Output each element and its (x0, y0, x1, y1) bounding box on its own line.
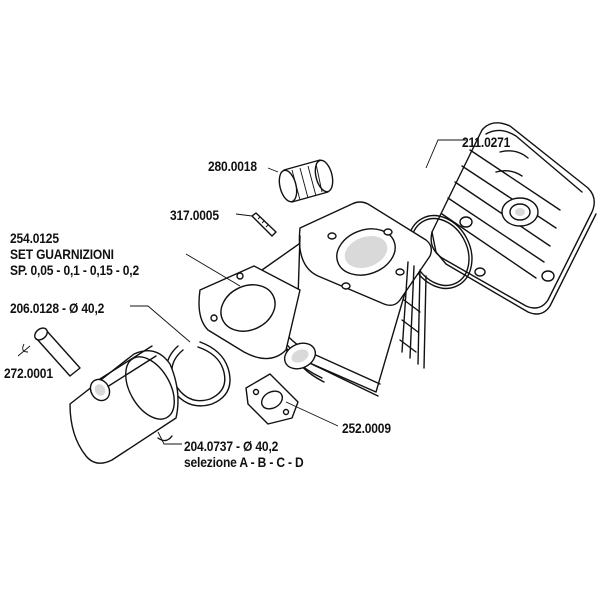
base-gasket-drawing (198, 265, 301, 360)
label-piston-pin: 272.0001 (4, 365, 53, 381)
label-piston-ring: 206.0128 - Ø 40,2 (10, 300, 105, 316)
piston-drawing (69, 345, 179, 464)
cylinder-head-drawing (430, 122, 597, 315)
label-intake-flange: 252.0009 (342, 420, 391, 436)
label-needle-bearing: 280.0018 (208, 158, 257, 174)
label-stud: 317.0005 (170, 207, 219, 223)
needle-bearing-drawing (278, 159, 334, 203)
cylinder-drawing (261, 201, 433, 397)
label-gasket-set-sizes: SP. 0,05 - 0,1 - 0,15 - 0,2 (10, 262, 139, 278)
piston-pin-drawing (22, 327, 81, 377)
label-gasket-set-code: 254.0125 (10, 230, 59, 246)
leader-lines (17, 139, 466, 445)
label-cylinder-head: 211.0271 (462, 134, 511, 150)
intake-gasket-drawing (245, 373, 299, 425)
label-gasket-set-name: SET GUARNIZIONI (10, 246, 114, 262)
label-piston: 204.0737 - Ø 40,2 (184, 438, 279, 454)
label-piston-selection: selezione A - B - C - D (184, 454, 304, 470)
stud-drawing (251, 212, 277, 237)
